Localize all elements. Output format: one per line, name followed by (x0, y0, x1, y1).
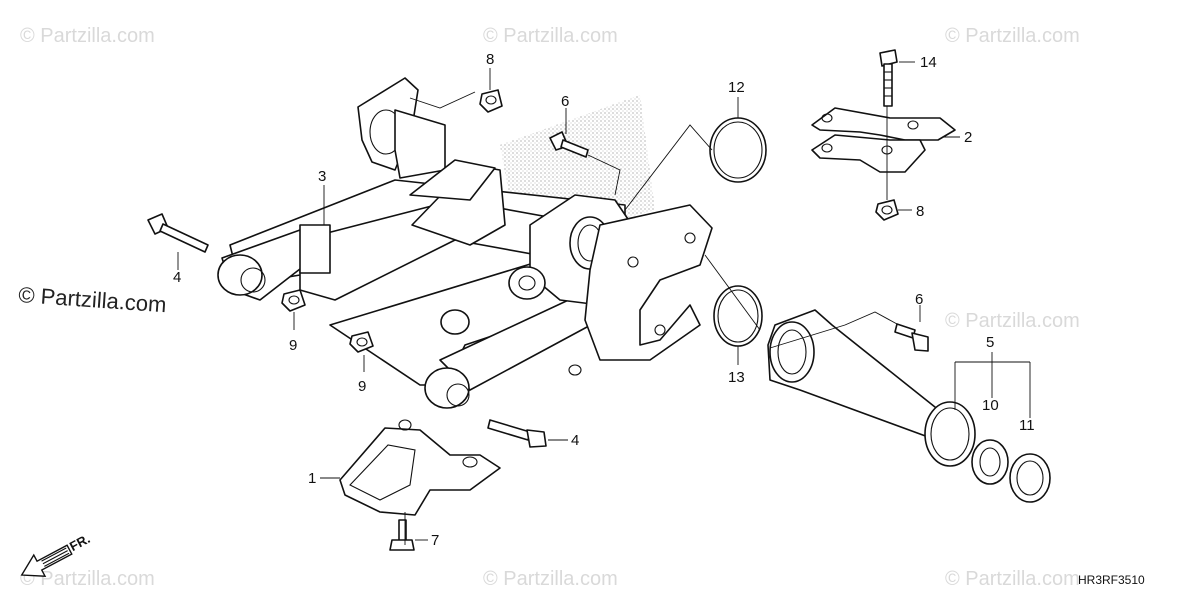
bolt-14 (879, 49, 898, 107)
callout-8: 8 (486, 51, 494, 68)
bolt-4-left (147, 213, 209, 253)
callout-6: 6 (915, 291, 923, 308)
bracket (811, 107, 956, 173)
callout-9: 9 (289, 337, 297, 354)
watermark-main: © Partzilla.com (18, 282, 168, 317)
arrow-left-icon (20, 544, 73, 577)
watermark-text: © Partzilla.com (483, 25, 618, 47)
callout-10: 10 (982, 397, 999, 414)
watermark-text: © Partzilla.com (945, 310, 1080, 332)
callouts: 8 6 3 4 9 9 1 7 4 12 13 14 2 8 6 5 10 11 (173, 51, 1035, 549)
watermark-text: © Partzilla.com (945, 568, 1080, 590)
callout-4: 4 (571, 432, 579, 449)
watermark-text: © Partzilla.com (20, 25, 155, 47)
bolt-4-lower (487, 419, 547, 448)
callout-6: 6 (561, 93, 569, 110)
callout-11: 11 (1019, 417, 1035, 434)
skid-guard-plate (339, 419, 501, 516)
callout-7: 7 (431, 532, 439, 549)
o-ring-12 (709, 117, 767, 183)
watermark-text: © Partzilla.com (945, 25, 1080, 47)
callout-12: 12 (728, 79, 745, 96)
callout-13: 13 (728, 369, 745, 386)
callout-3: 3 (318, 168, 326, 185)
callout-5: 5 (986, 334, 994, 351)
leader-lines (177, 61, 1031, 545)
pivot-tube (767, 309, 976, 467)
nut-9-lower (349, 331, 374, 353)
bolt-6-upper (549, 131, 589, 158)
seal-11 (1009, 453, 1051, 503)
watermark-text: © Partzilla.com (483, 568, 618, 590)
nut-9-left (281, 289, 306, 312)
swingarm-frame (217, 77, 713, 409)
callout-1: 1 (308, 470, 316, 487)
bolt-6-right (894, 323, 929, 352)
nut-8-upper (479, 89, 503, 113)
nut-8-right (875, 199, 899, 221)
bearing-10 (971, 439, 1009, 485)
callout-4: 4 (173, 269, 181, 286)
callout-14: 14 (920, 54, 937, 71)
callout-2: 2 (964, 129, 972, 146)
callout-8: 8 (916, 203, 924, 220)
callout-9: 9 (358, 378, 366, 395)
direction-label: FR. (67, 531, 93, 554)
watermark-text: © Partzilla.com (20, 568, 155, 590)
diagram-code: HR3RF3510 (1078, 573, 1145, 587)
o-ring-13 (713, 285, 763, 347)
bolt-7 (389, 519, 415, 551)
